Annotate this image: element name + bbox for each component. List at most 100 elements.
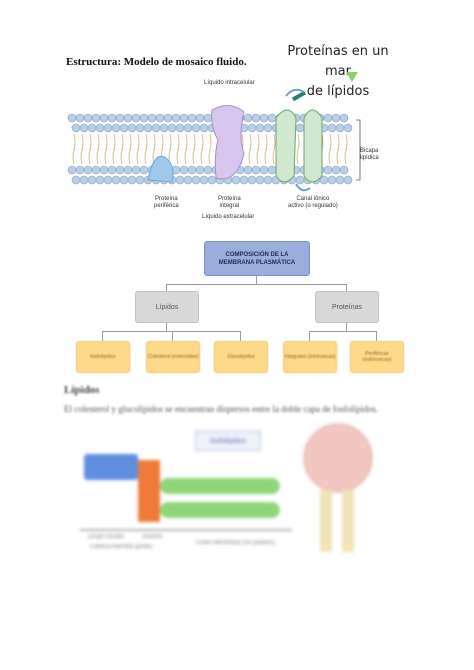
bilayer-bracket <box>356 119 361 181</box>
lipid-head-icon <box>95 123 105 133</box>
lipid-head-icon <box>79 123 89 133</box>
lipid-head-icon <box>263 123 273 133</box>
lipid-head-icon <box>131 165 141 175</box>
lipid-tail-icon <box>80 133 84 165</box>
lipid-head-icon <box>151 123 161 133</box>
lipid-head-icon <box>75 165 85 175</box>
lipid-head-icon <box>183 123 193 133</box>
leaf-integral: Integrales (intrínsecas) <box>283 341 337 373</box>
lipid-head-icon <box>187 113 197 123</box>
lipid-head-icon <box>83 113 93 123</box>
lipid-head-icon <box>343 123 353 133</box>
bilayer-label-line-1: Bicapa <box>360 148 379 154</box>
lipid-head-icon <box>115 113 125 123</box>
transport-arrow-bottom-icon <box>295 183 311 192</box>
lipid-head-icon <box>175 123 185 133</box>
lipid-head-icon <box>175 175 185 185</box>
lipid-head-icon <box>259 165 269 175</box>
tail-lower-icon <box>160 502 280 518</box>
handwritten-note: Proteínas en un mar de lípidos <box>283 42 393 102</box>
connector-left-down <box>166 322 167 331</box>
lipid-head-icon <box>339 113 349 123</box>
extracellular-label: Líquido extracelular <box>202 214 255 220</box>
lipid-head-icon <box>115 165 125 175</box>
connector-right-down <box>346 322 347 331</box>
lipid-tail-icon <box>184 133 188 165</box>
lipid-tail-icon <box>168 133 172 165</box>
lipid-head-icon <box>263 175 273 185</box>
ion-channel-label: Canal iónico activo (o regulado) <box>288 196 338 210</box>
lipid-tail-icon <box>152 133 156 165</box>
connector-leaf-1 <box>102 331 103 341</box>
lipid-tail-icon <box>176 133 180 165</box>
lipid-head-icon <box>331 165 341 175</box>
lipid-head-icon <box>167 123 177 133</box>
lipid-head-icon <box>71 175 81 185</box>
lipid-head-icon <box>195 113 205 123</box>
lipid-tail-icon <box>344 133 348 165</box>
lipid-head-icon <box>203 113 213 123</box>
lipid-head-icon <box>127 123 137 133</box>
tail-upper-icon <box>160 478 280 494</box>
connector-leaf-2 <box>172 331 173 341</box>
label-head: Cabeza hidrófila (polar) <box>90 544 153 550</box>
lipid-head-icon <box>119 175 129 185</box>
lipid-head-icon <box>323 113 333 123</box>
lipid-tail-icon <box>88 133 92 165</box>
lipid-head-icon <box>87 175 97 185</box>
lipid-head-icon <box>255 123 265 133</box>
lipid-tail-icon <box>256 133 260 165</box>
lipid-head-icon <box>179 113 189 123</box>
phosphate-group-icon <box>84 454 138 480</box>
lipid-head-icon <box>207 175 217 185</box>
note-arrow-icon <box>346 72 358 82</box>
lipid-head-icon <box>67 113 77 123</box>
peripheral-protein-icon <box>147 155 174 183</box>
lipid-head-icon <box>343 175 353 185</box>
lipid-head-icon <box>83 165 93 175</box>
lipid-head-icon <box>139 113 149 123</box>
note-line-1: Proteínas en un mar <box>287 44 389 79</box>
lipid-head-icon <box>91 113 101 123</box>
lipid-head-icon <box>171 113 181 123</box>
lipid-head-icon <box>243 113 253 123</box>
lipid-head-icon <box>135 175 145 185</box>
lipid-head-icon <box>323 165 333 175</box>
lipid-tail-icon <box>296 133 300 165</box>
lipid-head-icon <box>91 165 101 175</box>
lipid-head-icon <box>163 113 173 123</box>
channel-label-line-2: activo (o regulado) <box>288 203 338 209</box>
lipid-head-icon <box>327 123 337 133</box>
lipid-head-icon <box>111 175 121 185</box>
lipid-head-icon <box>107 113 117 123</box>
lipid-head-icon <box>295 175 305 185</box>
membrane-diagram <box>67 88 361 192</box>
lipid-head-icon <box>155 113 165 123</box>
lipid-head-icon <box>143 123 153 133</box>
connector-right <box>346 284 347 291</box>
lipid-head-icon <box>267 113 277 123</box>
lipid-head-icon <box>231 175 241 185</box>
bilayer-label: Bicapa lipídica <box>360 148 379 162</box>
glycerol-icon <box>138 460 160 522</box>
channel-gate-icon <box>291 90 307 102</box>
lipid-head-icon <box>199 175 209 185</box>
lipid-head-icon <box>335 123 345 133</box>
lipid-head-icon <box>159 123 169 133</box>
lipid-head-icon <box>243 165 253 175</box>
leaf-phospholipids: fosfolípidos <box>76 341 130 373</box>
lipid-head-icon <box>199 123 209 133</box>
lipid-head-icon <box>183 175 193 185</box>
lipid-head-icon <box>123 113 133 123</box>
connector-root <box>256 275 257 284</box>
lipid-tail-icon <box>264 133 268 165</box>
lipid-tail-icon <box>104 133 108 165</box>
lipid-head-icon <box>123 165 133 175</box>
concept-proteins: Proteínas <box>315 291 379 323</box>
lipid-head-icon <box>87 123 97 133</box>
lipid-tail-icon <box>328 133 332 165</box>
lipid-head-icon <box>103 123 113 133</box>
lipid-head-icon <box>331 113 341 123</box>
lipid-head-icon <box>327 175 337 185</box>
connector-right-horizontal <box>309 331 376 332</box>
